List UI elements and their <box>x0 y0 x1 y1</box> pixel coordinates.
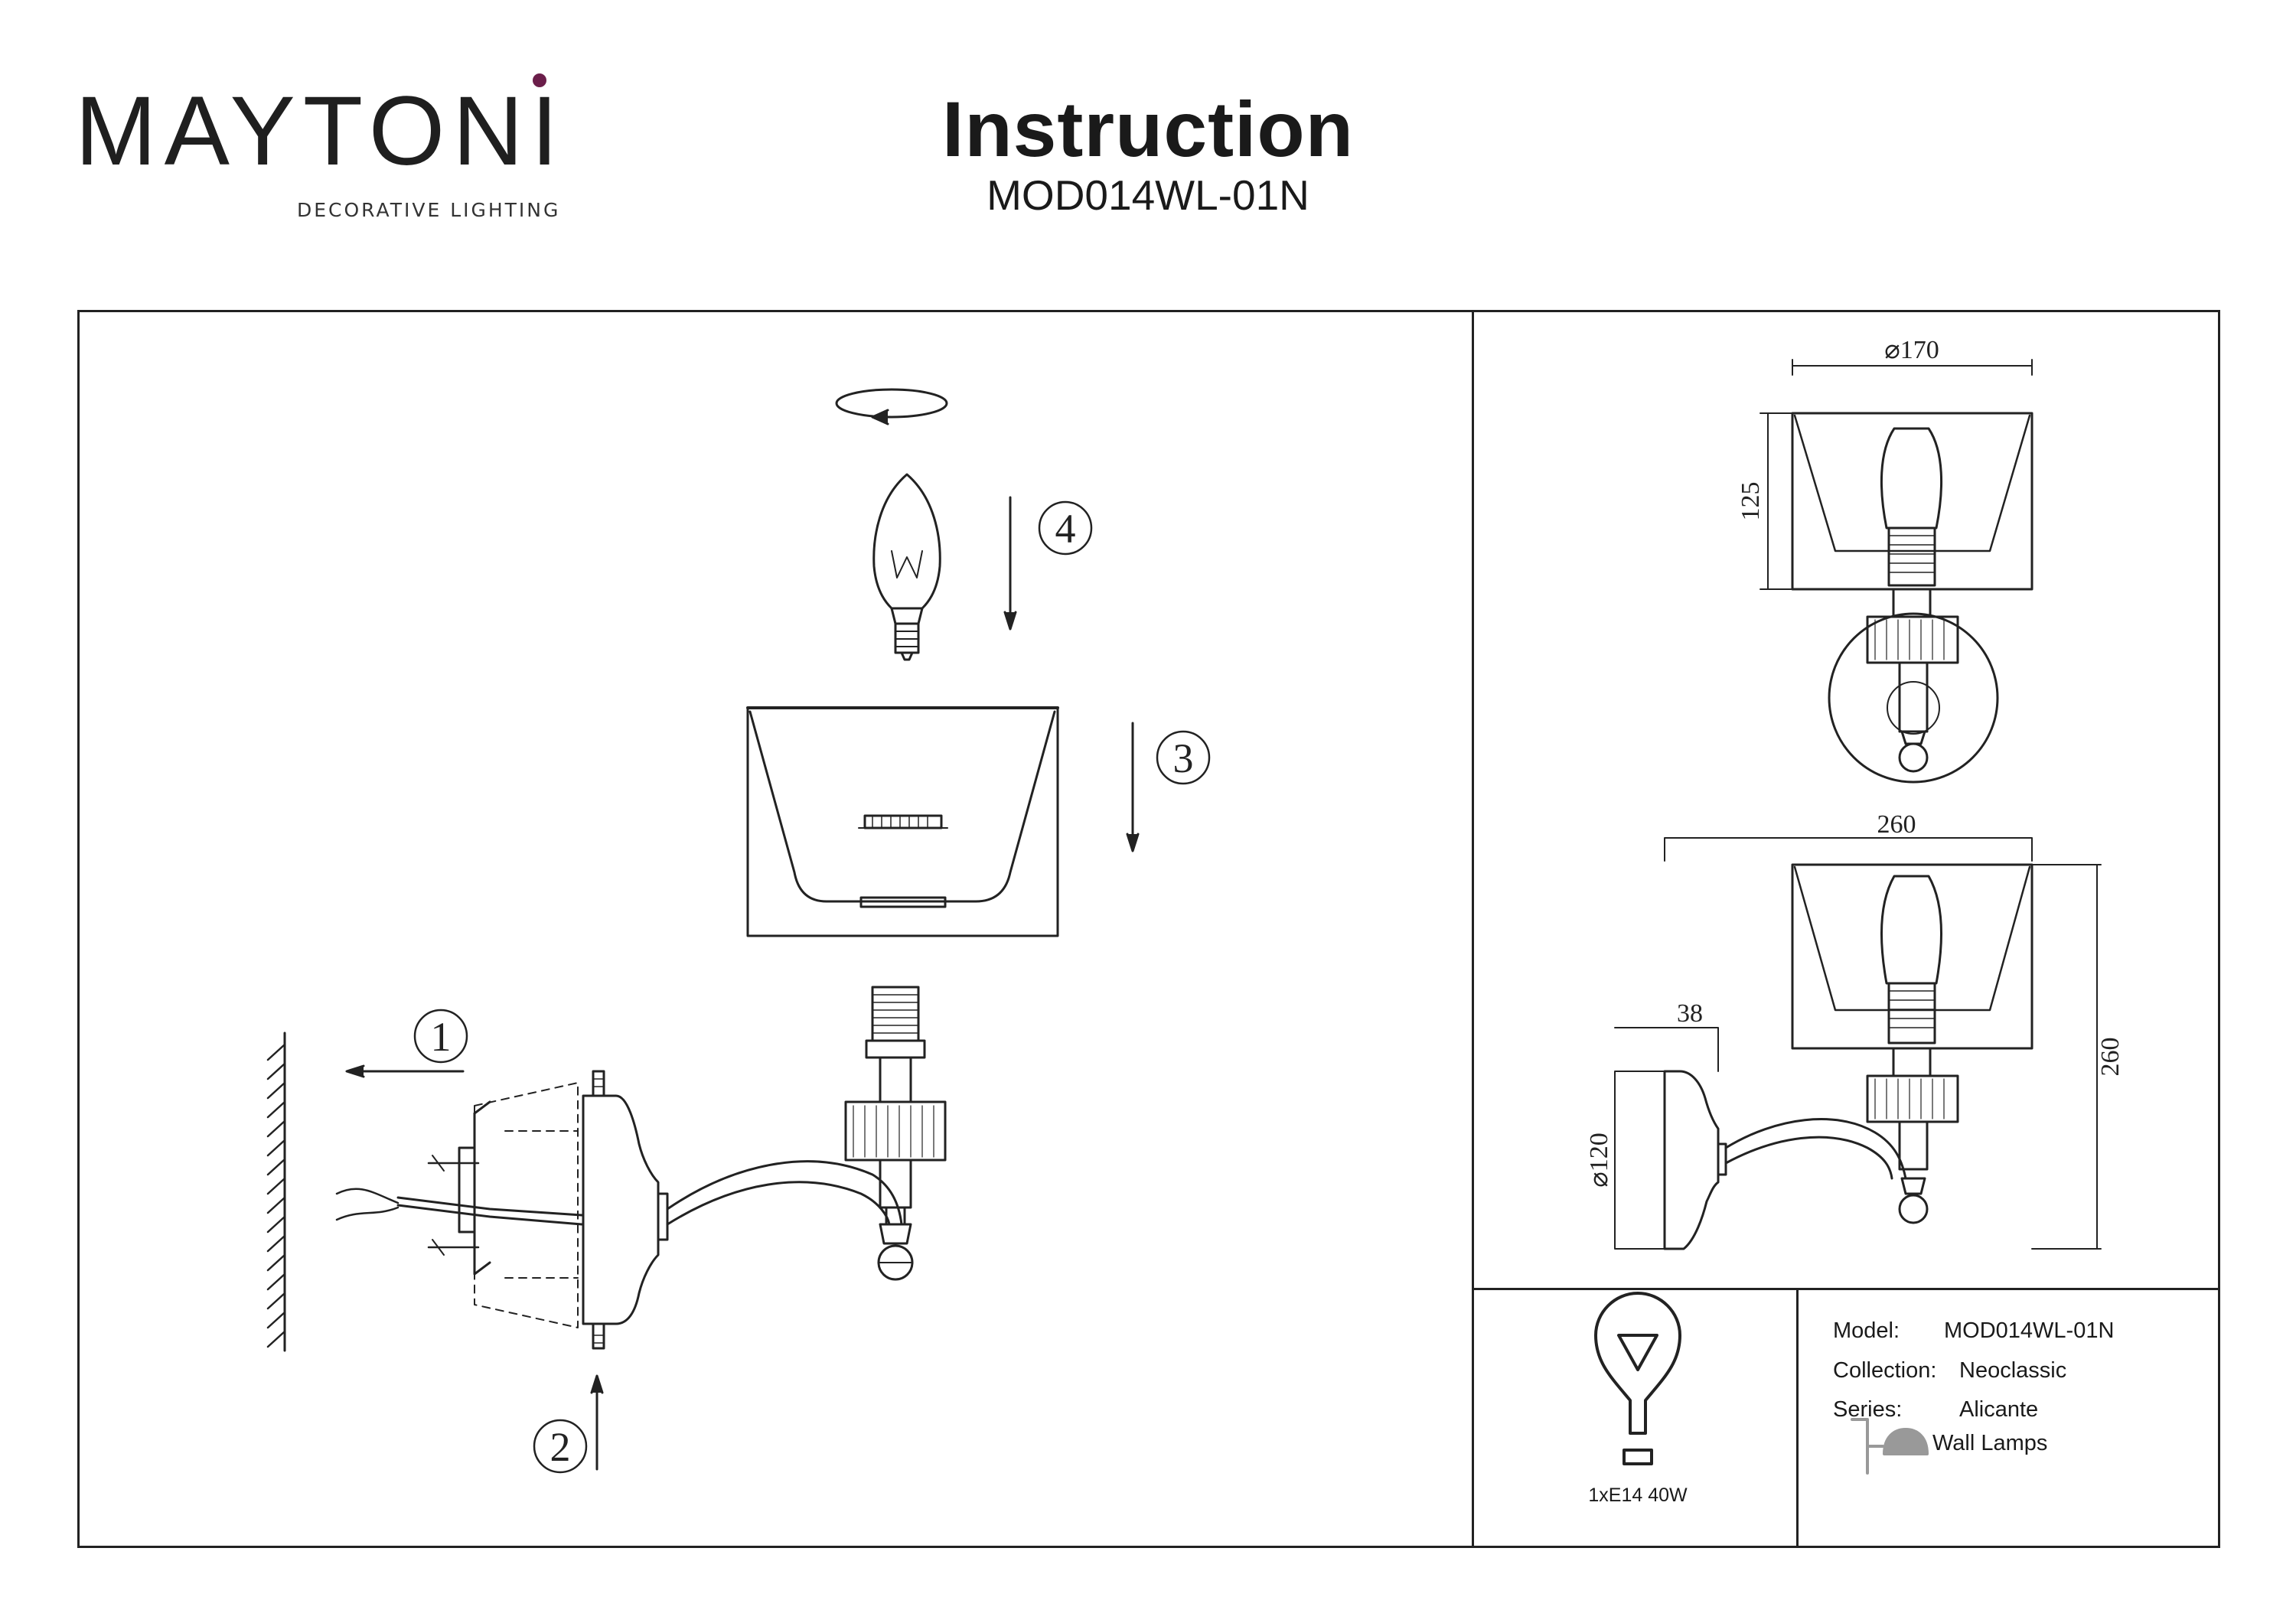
step-4-circle <box>1038 500 1093 556</box>
frame-divider-horizontal <box>1472 1288 2220 1290</box>
step-2-number: 2 <box>550 1424 571 1470</box>
lamp-arm <box>666 1160 903 1226</box>
step-2-circle <box>533 1419 588 1474</box>
brand-tagline: DECORATIVE LIGHTING <box>297 199 561 221</box>
step-4-number: 4 <box>1055 506 1076 552</box>
frame-divider-vertical <box>1472 310 1474 1548</box>
wall-plate <box>582 1070 669 1350</box>
arrow-left-step-1 <box>345 1064 465 1078</box>
wall-lamp-icon <box>1851 1418 1929 1475</box>
dim-total-height: 260 <box>2096 1038 2125 1077</box>
lampshade <box>746 706 1059 937</box>
dim-shade-diameter: ⌀170 <box>1884 336 1939 364</box>
step-1-number: 1 <box>431 1014 452 1060</box>
dim-shade-height: 125 <box>1737 482 1765 521</box>
arrow-down-step-4 <box>1003 496 1017 631</box>
brand-name: MAYTONI <box>75 77 566 186</box>
frame-divider-specs <box>1796 1288 1799 1548</box>
collection-label: Collection: <box>1833 1358 1937 1383</box>
model-value: MOD014WL-01N <box>1944 1318 2115 1343</box>
arrow-up-step-2 <box>590 1374 604 1471</box>
mounting-bracket <box>427 1100 491 1276</box>
projection-lines <box>474 1082 579 1328</box>
lamp-holder <box>844 986 947 1281</box>
series-value: Alicante <box>1959 1397 2039 1422</box>
step-3-circle <box>1156 730 1211 785</box>
wall <box>266 1031 286 1352</box>
dim-base-depth: 38 <box>1677 999 1703 1028</box>
model-label: Model: <box>1833 1318 1900 1343</box>
brand-logo: MAYTONI DECORATIVE LIGHTING <box>75 73 566 228</box>
side-view-drawing <box>1614 837 2102 1250</box>
bulb-icon <box>1594 1292 1681 1465</box>
collection-value: Neoclassic <box>1959 1358 2067 1383</box>
dim-total-width: 260 <box>1877 810 1916 839</box>
step-markers <box>413 500 1211 1474</box>
dim-base-diameter: ⌀120 <box>1585 1133 1613 1187</box>
front-view-drawing <box>1760 359 2033 784</box>
step-3-number: 3 <box>1173 735 1194 781</box>
brand-accent-dot <box>533 73 546 87</box>
arrow-down-step-3 <box>1126 722 1140 852</box>
candle-bulb <box>872 473 941 661</box>
power-label: 1xE14 40W <box>1588 1484 1688 1506</box>
cable <box>396 1204 583 1226</box>
page-title: Instruction <box>942 86 1354 173</box>
type-value: Wall Lamps <box>1932 1431 2048 1455</box>
rotate-arrow-icon <box>835 388 948 425</box>
series-label: Series: <box>1833 1397 1903 1422</box>
step-1-circle <box>413 1009 468 1064</box>
page-subtitle: MOD014WL-01N <box>987 171 1309 219</box>
wires <box>335 1188 400 1221</box>
instruction-frame <box>77 310 2220 1548</box>
